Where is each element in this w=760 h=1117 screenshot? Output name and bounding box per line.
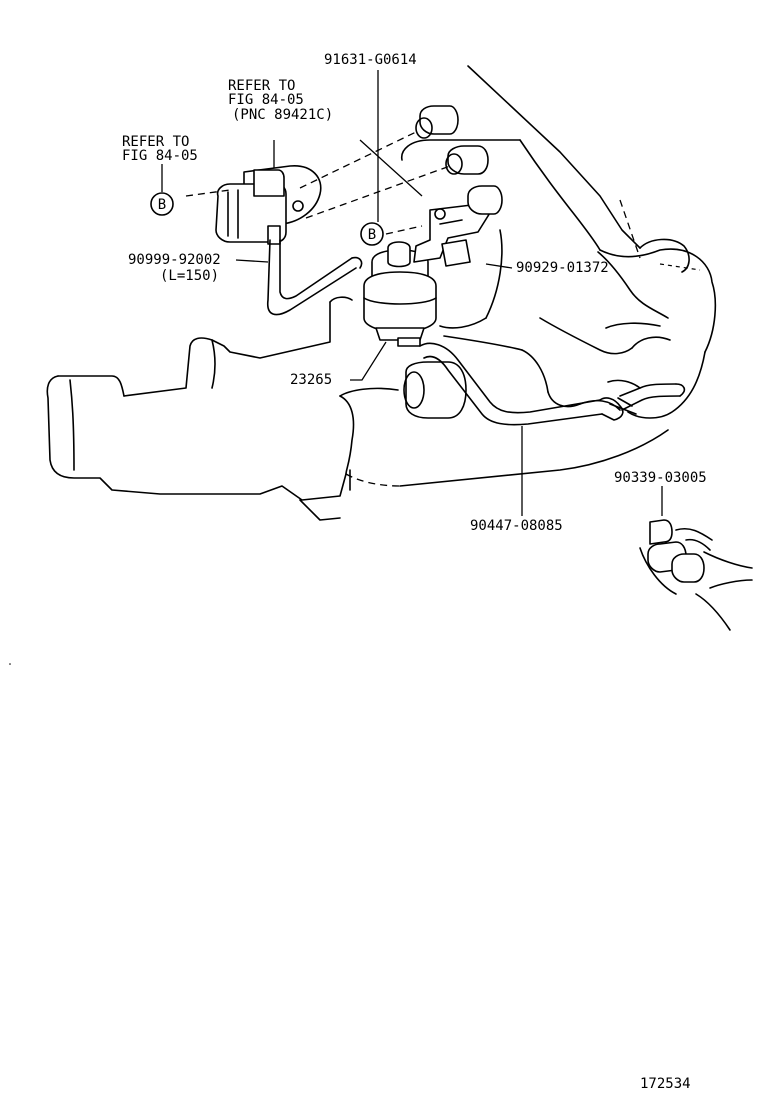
hose-fitting [639, 486, 753, 631]
label-refer1-line2: FIG 84-05 [228, 92, 304, 108]
marker-b-left-label: B [158, 197, 166, 213]
label-refer1-line3: (PNC 89421C) [232, 107, 333, 123]
manifold-base [46, 296, 669, 521]
label-refer2-line2: FIG 84-05 [122, 148, 198, 164]
label-90929: 90929-01372 [516, 260, 609, 276]
label-91631: 91631-G0614 [324, 52, 417, 68]
vacuum-hose [266, 239, 363, 316]
marker-b-right: B [360, 222, 384, 246]
marker-b-right-label: B [368, 227, 376, 243]
label-90447: 90447-08085 [470, 518, 563, 534]
throttle-hose [403, 342, 686, 516]
vapor-pressure-sensor [215, 140, 322, 245]
label-23265: 23265 [290, 372, 332, 388]
vsv-valve [350, 241, 437, 381]
intake-manifold [401, 65, 717, 419]
stray-dot [9, 663, 11, 665]
marker-b-left: B [150, 164, 174, 216]
label-90339: 90339-03005 [614, 470, 707, 486]
label-90999: 90999-92002 [128, 252, 221, 268]
label-refer2-line1: REFER TO [122, 134, 189, 150]
figure-number: 172534 [640, 1076, 691, 1092]
label-90999-length: (L=150) [160, 268, 219, 284]
label-refer1-line1: REFER TO [228, 78, 295, 94]
pipe-bosses [185, 105, 503, 235]
leader-90999 [235, 259, 269, 263]
